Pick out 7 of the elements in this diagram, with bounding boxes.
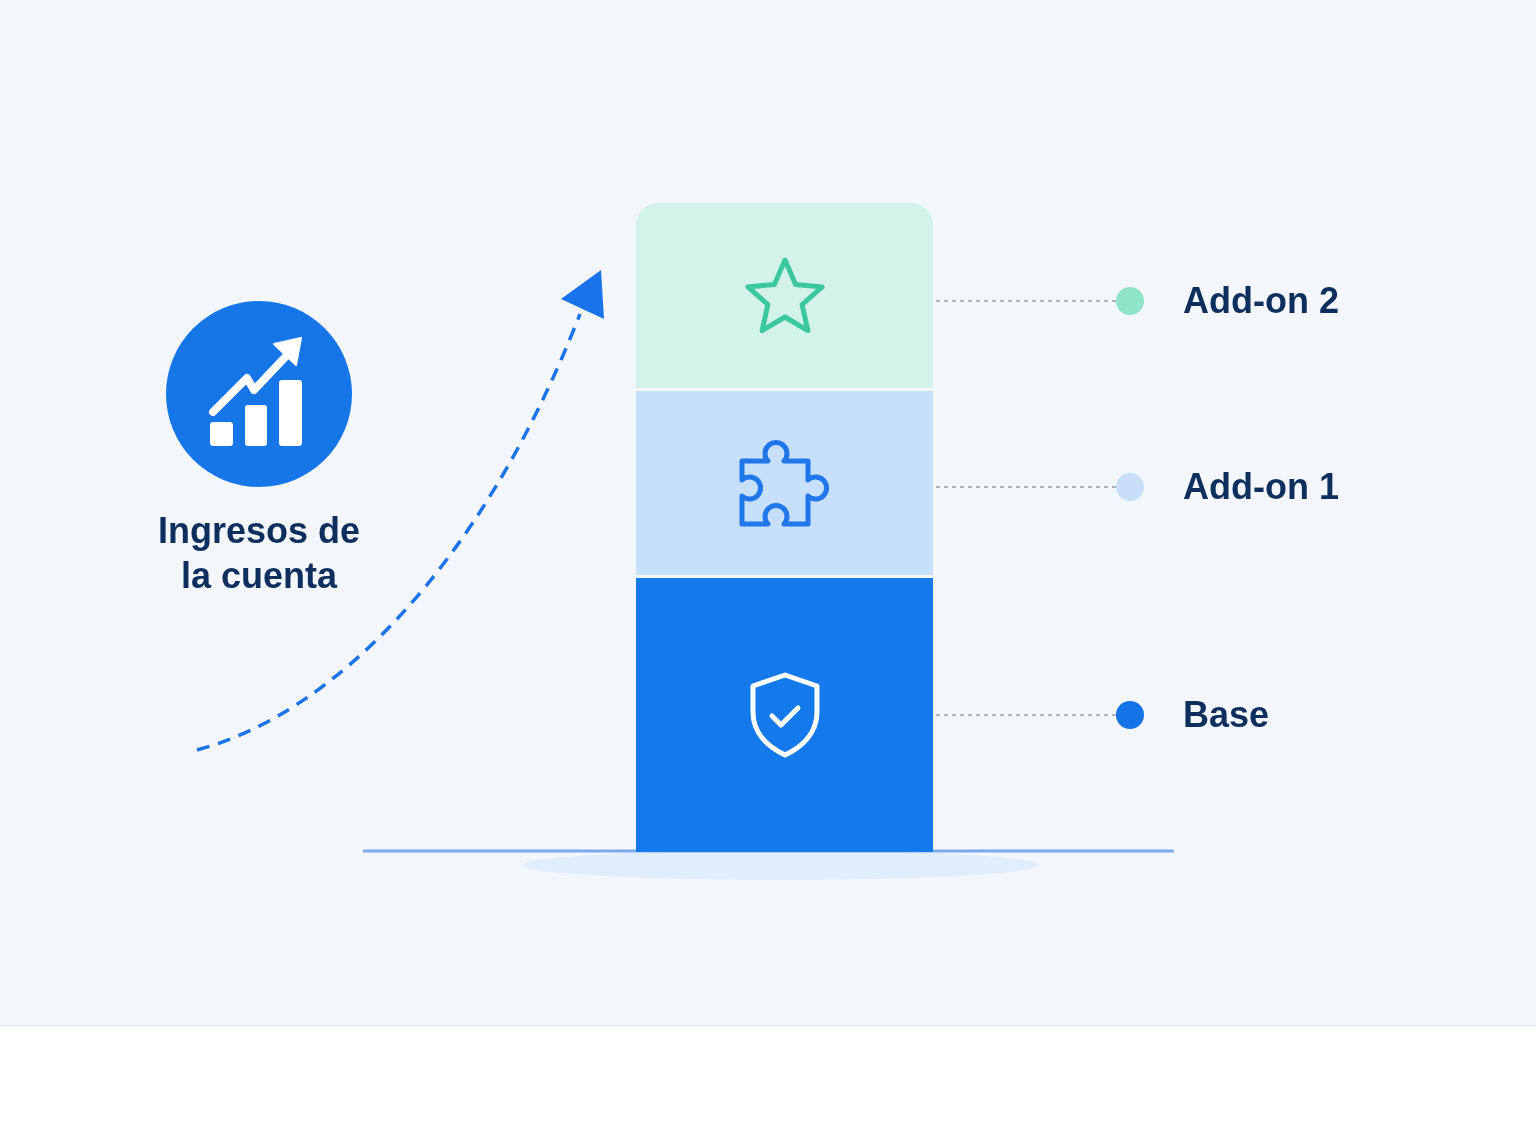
segment-label: Add-on 1 [1183, 465, 1339, 509]
stack-layer [636, 578, 933, 852]
segment-label: Base [1183, 693, 1270, 737]
segment-label: Add-on 2 [1183, 279, 1339, 323]
node-label: Ingresos de la cuenta [156, 509, 362, 598]
stack-layer [636, 203, 933, 388]
stack-layer [636, 391, 933, 575]
